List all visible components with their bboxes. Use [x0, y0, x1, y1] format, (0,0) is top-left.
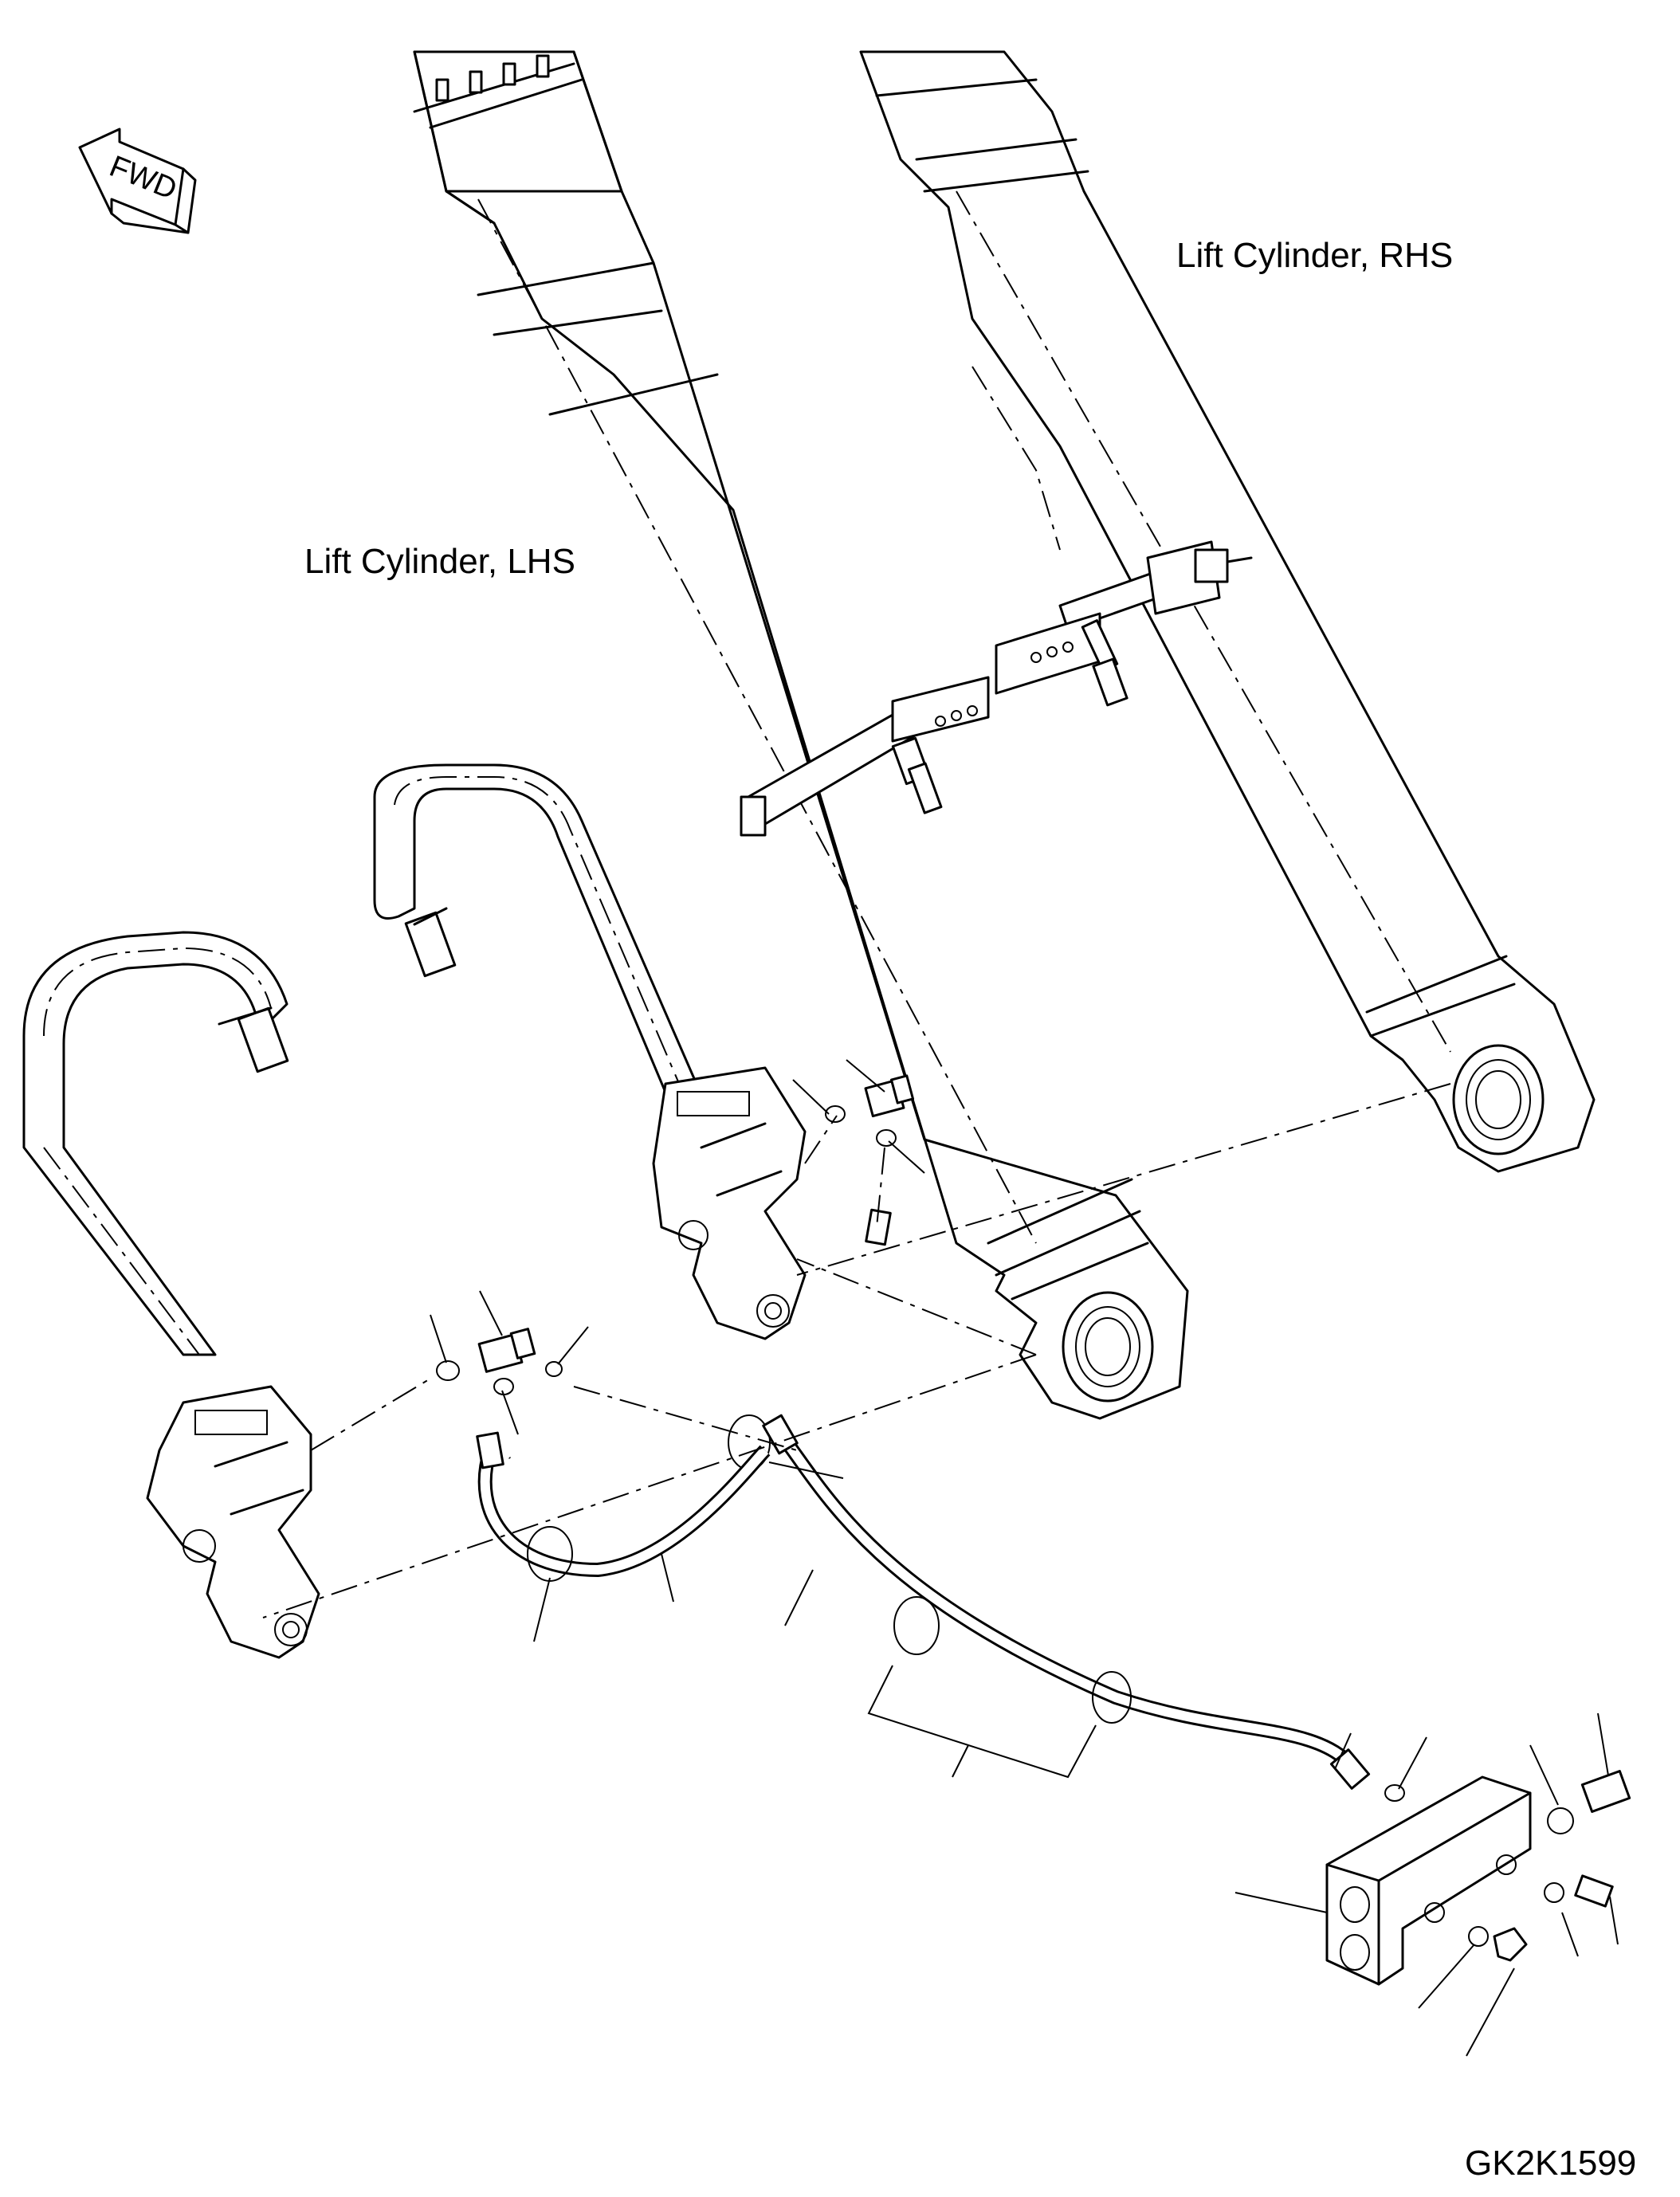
cylinder-tube-left — [22, 931, 289, 1356]
label-lift-cylinder-lhs: Lift Cylinder, LHS — [304, 542, 575, 581]
callout-leaders — [430, 1059, 1619, 2057]
hose-lower — [476, 1431, 771, 1582]
label-lift-cylinder-rhs: Lift Cylinder, RHS — [1176, 236, 1454, 275]
lift-cylinder-lhs — [413, 50, 1189, 1420]
hose-long — [762, 1414, 1405, 1802]
elbow-fitting-lower — [436, 1328, 563, 1395]
elbow-fitting-upper — [825, 1074, 915, 1147]
fwd-arrow-icon: FWD — [78, 128, 197, 234]
manifold-block — [1325, 1775, 1532, 1986]
lift-cylinder-rhs — [859, 50, 1596, 1173]
valve-assembly-lower — [146, 1385, 320, 1659]
valve-assembly-upper — [652, 1066, 807, 1340]
drawing-code: GK2K1599 — [1465, 2144, 1637, 2183]
manifold-fittings — [1468, 1770, 1631, 1962]
mounting-bracket-lower — [740, 676, 990, 837]
mounting-bracket-upper — [995, 540, 1253, 707]
